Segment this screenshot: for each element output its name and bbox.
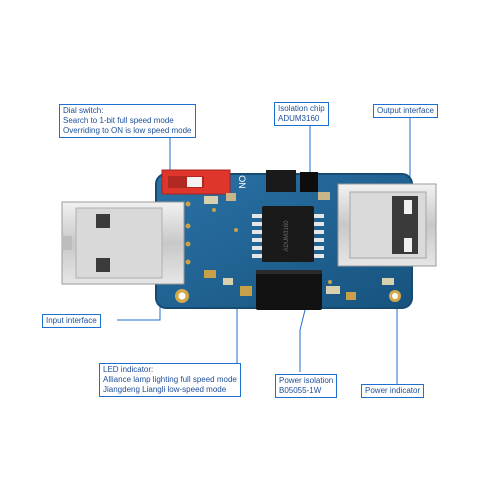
dial-switch: ON (161, 169, 247, 195)
callout-output-interface: Output interface (373, 104, 438, 118)
chip-marking: ADUM3160 (284, 220, 290, 252)
callout-power-indicator: Power indicator (361, 384, 425, 398)
callout-line: Overriding to ON is low speed mode (63, 126, 192, 135)
callout-led-indicator: LED indicator: Alliance lamp lighting fu… (99, 363, 241, 397)
callout-line: Search to 1-bit full speed mode (63, 116, 174, 125)
usb-output-port (337, 183, 437, 267)
callout-line: Dial switch: (63, 106, 104, 115)
callout-line: Power indicator (365, 386, 421, 395)
usb-input-plug (61, 201, 185, 285)
callout-input-interface: Input interface (42, 314, 101, 328)
callout-line: ADUM3160 (278, 114, 320, 123)
switch-on-label: ON (237, 175, 247, 189)
callout-line: Alliance lamp lighting full speed mode (103, 375, 237, 384)
isolation-chip: ADUM3160 (252, 206, 324, 262)
power-isolation-module (256, 270, 322, 310)
callout-power-isolation: Power isolation B05055-1W (275, 374, 338, 398)
callout-line: Output interface (377, 106, 434, 115)
callout-dial-switch: Dial switch: Search to 1-bit full speed … (59, 104, 196, 138)
callout-line: Input interface (46, 316, 97, 325)
callout-line: Power isolation (279, 376, 334, 385)
callout-line: LED indicator: (103, 365, 154, 374)
callout-isolation-chip: Isolation chip ADUM3160 (274, 102, 329, 126)
callout-line: Jiangdeng Liangli low-speed mode (103, 385, 227, 394)
callout-line: Isolation chip (278, 104, 325, 113)
smd-components (204, 170, 394, 300)
callout-line: B05055-1W (279, 386, 322, 395)
